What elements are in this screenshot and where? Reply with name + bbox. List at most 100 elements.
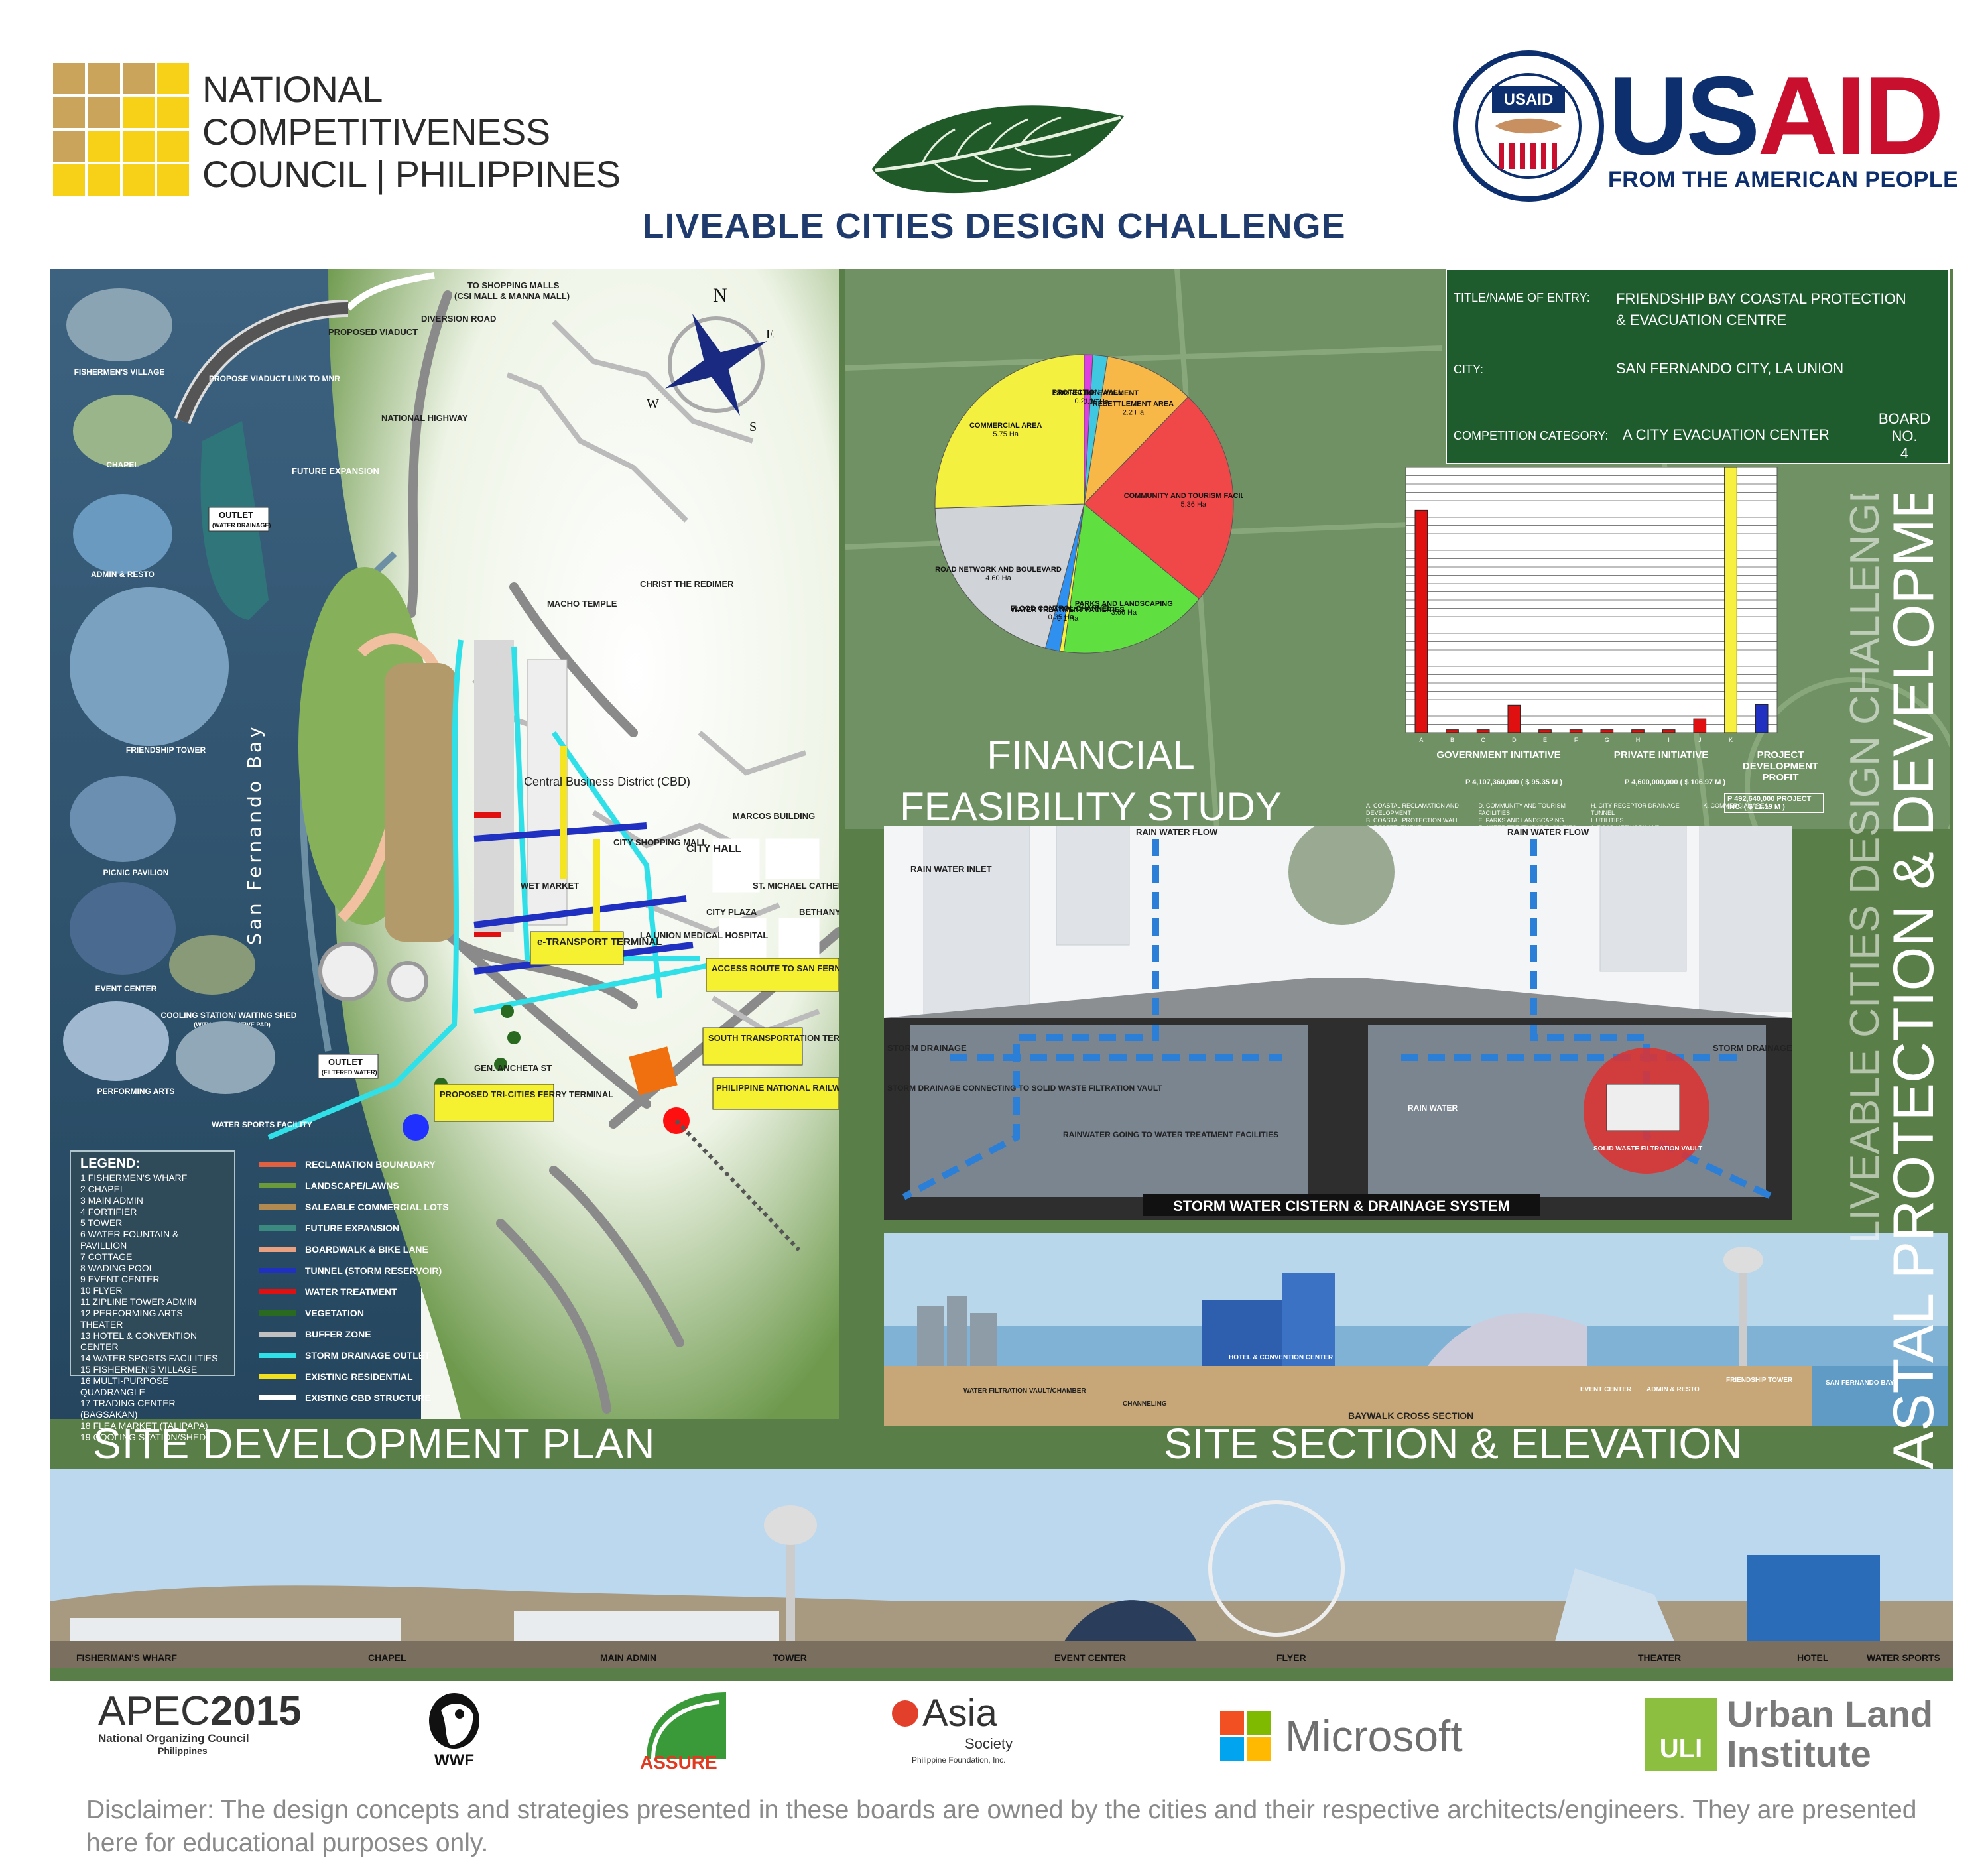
legend-item: 3 MAIN ADMIN [80, 1195, 143, 1206]
label-storm-drainage-left: STORM DRAINAGE [887, 1043, 967, 1053]
entry-title-label: TITLE/NAME OF ENTRY: [1454, 291, 1590, 304]
ncc-logo-text: NATIONAL COMPETITIVENESS COUNCIL | PHILI… [202, 68, 621, 196]
label-cbd: Central Business District (CBD) [524, 775, 690, 788]
bar-mark [1414, 509, 1428, 733]
bar-mark [1476, 729, 1490, 733]
bar-category-label: E [1543, 737, 1547, 743]
total-government: P 4,107,360,000 ( $ 95.35 M ) [1465, 778, 1562, 786]
label-macho-temple: MACHO TEMPLE [547, 599, 617, 609]
pie-slice-value: 3.66 Ha [1111, 609, 1137, 617]
uli-mark: ULI [1645, 1698, 1717, 1771]
storm-title: STORM WATER CISTERN & DRAINAGE SYSTEM [1173, 1198, 1510, 1214]
group-profit: PROJECT DEVELOPMENT PROFIT [1742, 749, 1819, 783]
thumb-label-cooling: COOLING STATION/ WAITING SHED [161, 1011, 297, 1020]
wwf-text: WWF [434, 1751, 474, 1769]
uli-text-2: Institute [1727, 1733, 1871, 1774]
entry-title-value-1: FRIENDSHIP BAY COASTAL PROTECTION [1616, 290, 1906, 307]
financial-title-1: FINANCIAL [987, 733, 1195, 777]
legend-swatch [259, 1310, 296, 1316]
label-national-highway: NATIONAL HIGHWAY [381, 413, 468, 423]
pie-slice [1084, 356, 1189, 505]
asia-society-text: Society [965, 1735, 1013, 1752]
legend-swatch [259, 1183, 296, 1188]
legend-item: 1 FISHERMEN'S WHARF [80, 1172, 188, 1183]
entry-board-label: BOARD NO. [1878, 410, 1931, 444]
elevation-label: CHAPEL [368, 1652, 406, 1663]
pie-slice-label: PROTECTION WALL [1052, 389, 1123, 397]
apec-logo: APEC2015 National Organizing Council Phi… [98, 1688, 302, 1757]
label-vault: SOLID WASTE FILTRATION VAULT [1593, 1145, 1702, 1152]
vertical-title-coastal: COASTAL PROTECTION & DEVELOPMENT [1882, 494, 1946, 1555]
bar-mark [1569, 729, 1583, 733]
usaid-word-us: US [1608, 53, 1760, 178]
legend-title: LEGEND: [80, 1156, 140, 1171]
bar-mark [1600, 729, 1614, 733]
legend-swatch [259, 1332, 296, 1337]
thumb-label-admin: ADMIN & RESTO [91, 570, 155, 579]
legend-symbol-row: EXISTING CBD STRUCTURE [259, 1387, 477, 1408]
storm-drainage-diagram: RAIN WATER FLOW RAIN WATER FLOW RAIN WAT… [884, 826, 1792, 1220]
assure-text: ASSURE [640, 1752, 717, 1772]
legend-symbol-row: BUFFER ZONE [259, 1324, 477, 1345]
compass-n: N [713, 284, 727, 306]
label-la-union-hospital: LA UNION MEDICAL HOSPITAL [640, 930, 768, 940]
label-marcos-building: MARCOS BUILDING [733, 811, 815, 821]
callout-pnr-terminal: PHILIPPINE NATIONAL RAILWAYS TERMINAL [716, 1083, 839, 1093]
elevation-label: EVENT CENTER [1054, 1652, 1126, 1663]
thumb-label-performing: PERFORMING ARTS [97, 1087, 175, 1096]
bar-category-label: G [1605, 737, 1609, 743]
pie-slice-label: RESETTLEMENT AREA [1093, 400, 1174, 408]
bar-mark [1631, 729, 1645, 733]
site-section-panel: HOTEL & CONVENTION CENTER EVENT CENTER A… [884, 1233, 1948, 1426]
legend-swatch [259, 1353, 296, 1358]
asia-sub-text: Philippine Foundation, Inc. [912, 1755, 1006, 1765]
label-cathedral: ST. MICHAEL CATHEDRAL [753, 881, 839, 891]
thumb-label-tower: FRIENDSHIP TOWER [126, 745, 206, 755]
legend-item: 18 FLEA MARKET (TALIPAPA) [80, 1420, 208, 1431]
label-rain-flow-2: RAIN WATER FLOW [1507, 827, 1589, 837]
pie-slice-label: COMMUNITY AND TOURISM FACILITIES [1124, 492, 1243, 500]
label-proposed-viaduct: PROPOSED VIADUCT [328, 327, 418, 337]
legend-item: 14 WATER SPORTS FACILITIES [80, 1353, 218, 1363]
compass-s: S [749, 420, 757, 434]
section-label-event: EVENT CENTER [1580, 1386, 1632, 1393]
apec-sub-1: National Organizing Council [98, 1732, 249, 1745]
legend-swatch [259, 1374, 296, 1379]
asia-society-logo: Asia Society Philippine Foundation, Inc. [892, 1691, 1013, 1765]
label-rain-flow-1: RAIN WATER FLOW [1136, 827, 1218, 837]
legend-swatch [259, 1395, 296, 1400]
compass-w: W [647, 397, 659, 411]
label-storm-drainage-right: STORM DRAINAGE [1713, 1043, 1792, 1053]
apec-year: 2015 [210, 1688, 302, 1734]
legend-item: 17 TRADING CENTER (BAGSAKAN) [80, 1398, 176, 1420]
label-city-shopping-mall: CITY SHOPPING MALL [613, 838, 707, 847]
legend-swatch [259, 1162, 296, 1167]
label-outlet-1-sub: (WATER DRAINAGE) [212, 522, 271, 528]
legend-symbol-label: TUNNEL (STORM RESERVOIR) [305, 1265, 442, 1276]
legend-symbol-row: WATER TREATMENT [259, 1281, 477, 1302]
legend-swatch [259, 1204, 296, 1210]
bar-note: H. CITY RECEPTOR DRAINAGE TUNNEL [1591, 802, 1680, 816]
entry-city-label: CITY: [1454, 363, 1484, 376]
label-outlet-2-sub: (FILTERED WATER) [322, 1069, 377, 1076]
asia-text: Asia [922, 1692, 997, 1735]
legend-symbol-row: LANDSCAPE/LAWNS [259, 1175, 477, 1196]
pie-slice [934, 503, 1085, 649]
microsoft-grid-icon [1220, 1711, 1271, 1761]
label-outlet-2: OUTLET [328, 1057, 363, 1067]
pie-slice-value: 0.21 Ha [1075, 397, 1101, 405]
callout-ferry-terminal: PROPOSED TRI-CITIES FERRY TERMINAL [440, 1089, 613, 1099]
legend-symbol-label: EXISTING CBD STRUCTURE [305, 1393, 431, 1403]
bar-note: B. COASTAL PROTECTION WALL [1366, 817, 1460, 824]
pie-slice-value: 0.1 Ha [1057, 615, 1079, 623]
wwf-logo: WWF [418, 1684, 491, 1770]
legend-symbol-label: FUTURE EXPANSION [305, 1223, 400, 1233]
bar-note: E. PARKS AND LANDSCAPING [1478, 817, 1564, 824]
bar-category-label: D [1512, 737, 1517, 743]
section-label-channel: CHANNELING [1123, 1400, 1167, 1408]
label-san-fernando-bay: San Fernando Bay [243, 723, 265, 945]
label-christ-redimer: CHRIST THE REDIMER [640, 579, 734, 589]
financial-title: FINANCIAL FEASIBILITY STUDY [899, 729, 1283, 833]
legend-swatch [259, 1225, 296, 1231]
